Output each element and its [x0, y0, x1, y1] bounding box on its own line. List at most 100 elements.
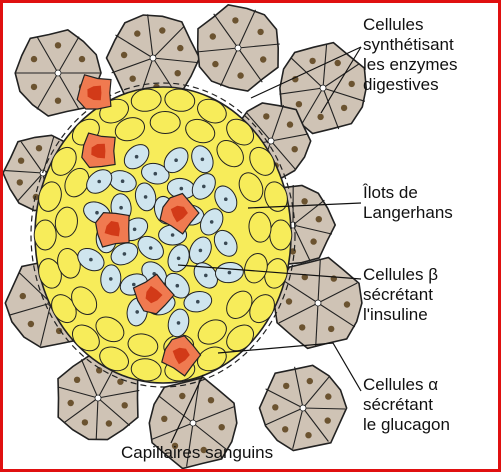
acinar-nucleus	[208, 397, 214, 403]
beta-nucleus	[201, 158, 205, 162]
acinar-nucleus	[212, 61, 218, 67]
acinar-nucleus	[237, 72, 243, 78]
label-acinar-line-1: Cellules	[363, 15, 457, 35]
acinus-lumen	[190, 420, 196, 426]
beta-nucleus	[202, 185, 206, 189]
acinar-nucleus	[257, 29, 263, 35]
acinus	[196, 5, 280, 91]
acinar-nucleus	[296, 101, 302, 107]
alpha-cell	[34, 220, 56, 250]
acinar-nucleus	[282, 426, 288, 432]
acinar-nucleus	[341, 105, 347, 111]
beta-nucleus	[224, 197, 228, 201]
acinus-lumen	[95, 395, 101, 401]
acinar-nucleus	[79, 56, 85, 62]
label-acinar-cells: Cellules synthétisant les enzymes digest…	[363, 15, 457, 95]
beta-nucleus	[135, 310, 139, 314]
acinus-lumen	[268, 138, 274, 144]
acinar-nucleus	[134, 30, 140, 36]
acinar-nucleus	[305, 432, 311, 438]
label-acinar-line-3: les enzymes	[363, 55, 457, 75]
beta-nucleus	[199, 249, 203, 253]
acinar-nucleus	[20, 293, 26, 299]
acinar-nucleus	[299, 324, 305, 330]
acinus-lumen	[235, 45, 241, 51]
acinar-nucleus	[55, 98, 61, 104]
label-islets: Îlots de Langerhans	[363, 183, 453, 223]
acinar-nucleus	[159, 27, 165, 33]
acinar-nucleus	[56, 328, 62, 334]
acinar-nucleus	[74, 377, 80, 383]
acinar-nucleus	[31, 56, 37, 62]
acinar-nucleus	[121, 52, 127, 58]
beta-nucleus	[196, 300, 200, 304]
beta-nucleus	[174, 158, 178, 162]
acinar-nucleus	[161, 416, 167, 422]
beta-nucleus	[224, 242, 228, 246]
acinar-nucleus	[349, 81, 355, 87]
acinar-nucleus	[175, 70, 181, 76]
acinus-lumen	[320, 85, 326, 91]
beta-nucleus	[121, 179, 125, 183]
beta-nucleus	[171, 233, 175, 237]
acinar-nucleus	[31, 84, 37, 90]
acinar-nucleus	[335, 60, 341, 66]
beta-nucleus	[133, 228, 137, 232]
acinar-nucleus	[130, 76, 136, 82]
label-alpha-cells: Cellules α sécrétant le glucagon	[363, 375, 450, 435]
acinar-nucleus	[106, 420, 112, 426]
beta-nucleus	[144, 195, 148, 199]
acinar-nucleus	[325, 393, 331, 399]
label-acinar-line-4: digestives	[363, 75, 457, 95]
acinar-nucleus	[316, 216, 322, 222]
acinar-nucleus	[17, 179, 23, 185]
beta-nucleus	[119, 206, 123, 210]
acinar-nucleus	[292, 146, 298, 152]
label-islets-line-2: Langerhans	[363, 203, 453, 223]
label-capillaries: Capillaires sanguins	[121, 443, 273, 463]
label-beta-line-3: l'insuline	[363, 305, 438, 325]
acinus-lumen	[300, 405, 306, 411]
acinar-nucleus	[307, 378, 313, 384]
label-beta-line-1: Cellules β	[363, 265, 438, 285]
beta-nucleus	[132, 283, 136, 287]
label-islets-line-1: Îlots de	[363, 183, 453, 203]
acinus	[260, 365, 347, 450]
beta-nucleus	[89, 258, 93, 262]
beta-nucleus	[210, 220, 214, 224]
acinar-nucleus	[179, 393, 185, 399]
acinar-nucleus	[55, 42, 61, 48]
acinar-nucleus	[260, 56, 266, 62]
acinar-nucleus	[36, 145, 42, 151]
acinar-nucleus	[301, 198, 307, 204]
label-alpha-line-1: Cellules α	[363, 375, 450, 395]
beta-nucleus	[180, 187, 184, 191]
label-alpha-line-2: sécrétant	[363, 395, 450, 415]
acinar-nucleus	[287, 121, 293, 127]
beta-nucleus	[177, 257, 181, 261]
label-beta-cells: Cellules β sécrétant l'insuline	[363, 265, 438, 325]
alpha-cell	[270, 220, 292, 250]
acinus-lumen	[150, 55, 156, 61]
acinar-nucleus	[286, 298, 292, 304]
acinar-nucleus	[219, 424, 225, 430]
acinar-nucleus	[309, 58, 315, 64]
beta-nucleus	[149, 246, 153, 250]
acinus-lumen	[55, 70, 61, 76]
label-capillaries-text: Capillaires sanguins	[121, 443, 273, 463]
acinar-nucleus	[68, 400, 74, 406]
acinar-nucleus	[18, 158, 24, 164]
beta-nucleus	[135, 155, 139, 159]
beta-nucleus	[123, 252, 127, 256]
acinus-lumen	[315, 300, 321, 306]
beta-nucleus	[204, 274, 208, 278]
acinar-nucleus	[310, 238, 316, 244]
acinar-nucleus	[232, 17, 238, 23]
label-acinar-line-2: synthétisant	[363, 35, 457, 55]
beta-nucleus	[176, 284, 180, 288]
acinar-nucleus	[28, 321, 34, 327]
beta-nucleus	[97, 180, 101, 184]
label-alpha-line-3: le glucagon	[363, 415, 450, 435]
acinar-nucleus	[263, 113, 269, 119]
